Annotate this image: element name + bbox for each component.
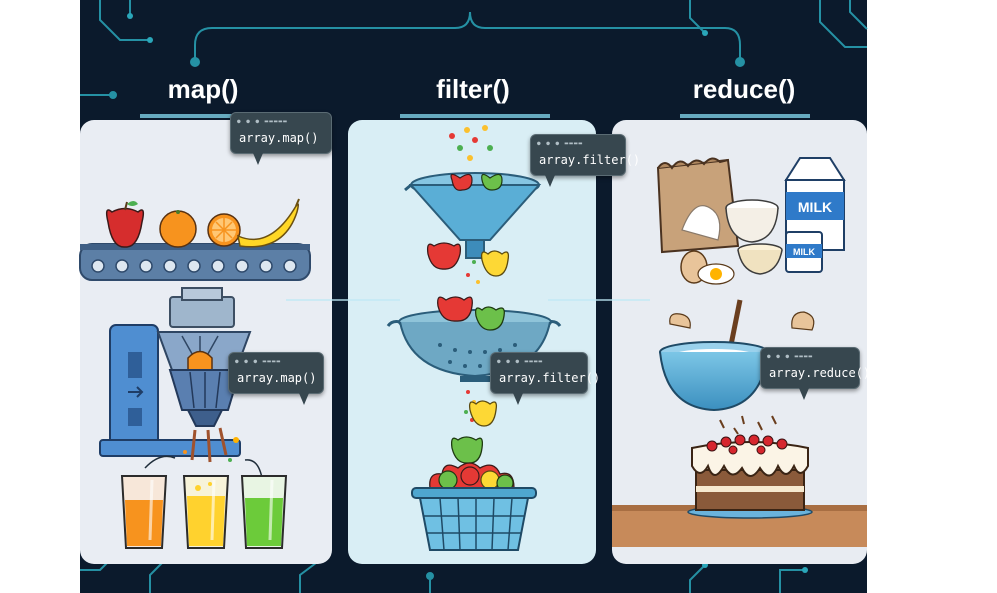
map-bottom-tooltip: ● ● ● ▬▬▬▬ array.map() bbox=[228, 352, 324, 405]
apple-icon bbox=[105, 201, 145, 248]
reduce-tooltip-text: array.reduce() bbox=[769, 366, 871, 380]
window-dots-icon: ● ● ● ▬▬▬▬ bbox=[235, 358, 282, 365]
filter-top-tooltip-text: array.filter() bbox=[539, 153, 641, 167]
window-dots-icon: ● ● ● ▬▬▬▬ bbox=[497, 358, 544, 365]
filter-bottom-tooltip-text: array.filter() bbox=[499, 371, 601, 385]
filter-heading: filter() bbox=[436, 74, 510, 104]
reduce-tooltip: ● ● ● ▬▬▬▬ array.reduce() bbox=[760, 347, 870, 400]
falling-bits-lower bbox=[450, 390, 498, 464]
tooltip-tail bbox=[799, 388, 809, 400]
lemon-juice-icon bbox=[182, 475, 230, 549]
orange-slice-icon bbox=[207, 213, 241, 247]
basket-icon bbox=[411, 462, 537, 551]
filter-bottom-tooltip: ● ● ● ▬▬▬▬ array.filter() bbox=[490, 352, 600, 405]
sprinkles bbox=[719, 415, 777, 435]
milk-glass-label: MILK bbox=[793, 247, 815, 257]
window-dots-icon: ● ● ● ▬▬▬▬ bbox=[537, 140, 584, 147]
tooltip-tail bbox=[253, 153, 263, 165]
tooltip-tail bbox=[545, 175, 555, 187]
orange-juice-icon bbox=[120, 475, 168, 549]
filter-glow-bar bbox=[400, 114, 550, 118]
banana-icon bbox=[236, 198, 300, 248]
window-dots-icon: ● ● ● ▬▬▬▬▬ bbox=[237, 118, 288, 125]
falling-apples bbox=[426, 242, 510, 284]
milk-label: MILK bbox=[798, 199, 832, 215]
funnel-icon bbox=[404, 172, 542, 259]
tooltip-tail bbox=[513, 393, 523, 405]
map-top-tooltip: ● ● ● ▬▬▬▬▬ array.map() bbox=[230, 112, 332, 165]
cake-icon bbox=[687, 434, 813, 519]
orange-icon bbox=[159, 210, 197, 248]
window-dots-icon: ● ● ● ▬▬▬▬ bbox=[767, 353, 814, 360]
reduce-glow-bar bbox=[680, 114, 810, 118]
lime-juice-icon bbox=[240, 475, 288, 549]
juice-drops bbox=[144, 427, 263, 479]
eggs-icon bbox=[669, 250, 815, 331]
map-top-tooltip-text: array.map() bbox=[239, 131, 319, 145]
milk-glass-icon: MILK bbox=[785, 231, 823, 273]
map-bottom-tooltip-text: array.map() bbox=[237, 371, 317, 385]
conveyor-belt bbox=[79, 243, 311, 281]
circuit-traces bbox=[80, 0, 868, 593]
sugar-dish-icon bbox=[737, 243, 783, 275]
falling-fruit-bits bbox=[449, 125, 493, 161]
map-glow-bar bbox=[140, 114, 270, 118]
reduce-heading: reduce() bbox=[692, 74, 796, 104]
tooltip-tail bbox=[299, 393, 309, 405]
map-heading: map() bbox=[167, 74, 239, 104]
flour-bag-icon bbox=[656, 157, 740, 254]
colander-icon bbox=[386, 296, 562, 382]
filter-top-tooltip: ● ● ● ▬▬▬▬ array.filter() bbox=[530, 134, 640, 187]
juicer-icon bbox=[99, 287, 252, 457]
flour-bowl-icon bbox=[725, 199, 779, 243]
mixing-bowl-icon bbox=[659, 299, 769, 412]
